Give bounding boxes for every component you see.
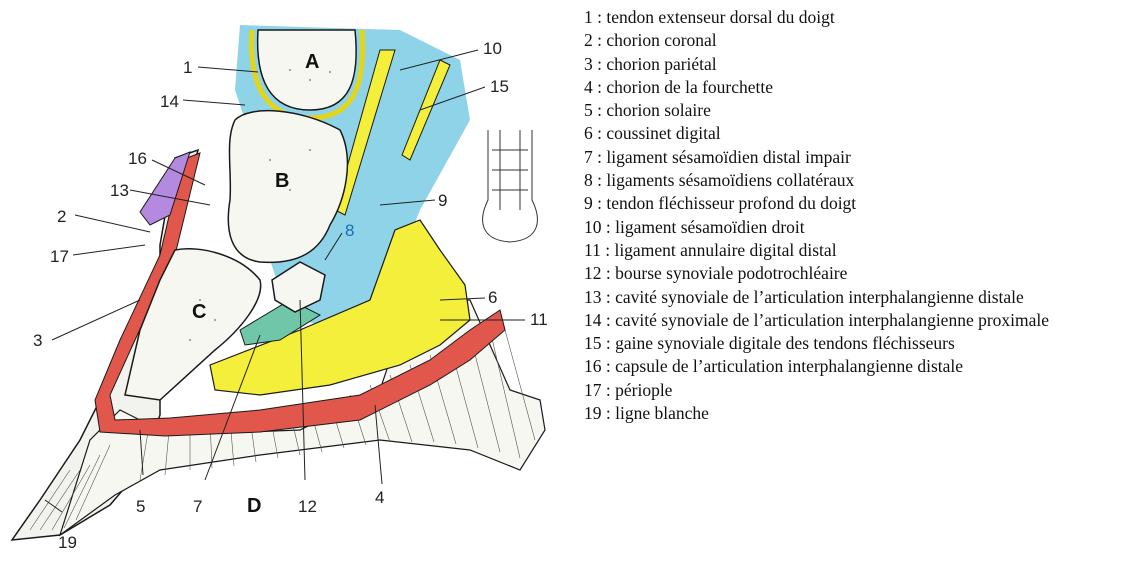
label-8: 8: [345, 221, 354, 240]
legend-item: 2 : chorion coronal: [584, 29, 1124, 52]
legend-list: 1 : tendon extenseur dorsal du doigt 2 :…: [584, 6, 1124, 425]
hoof-section-diagram: A B C D 1 2 3 4 5 6 7 8 9 10 11 12 13: [0, 0, 580, 564]
legend-item: 1 : tendon extenseur dorsal du doigt: [584, 6, 1124, 29]
bone-label-a: A: [305, 51, 319, 73]
legend-item: 8 : ligaments sésamoïdiens collatéraux: [584, 169, 1124, 192]
label-7: 7: [193, 497, 202, 516]
legend-item: 17 : périople: [584, 379, 1124, 402]
legend-item: 12 : bourse synoviale podotrochléaire: [584, 262, 1124, 285]
legend-item: 6 : coussinet digital: [584, 122, 1124, 145]
legend-item: 14 : cavité synoviale de l’articulation …: [584, 309, 1124, 332]
legend-item: 3 : chorion pariétal: [584, 53, 1124, 76]
legend-item: 19 : ligne blanche: [584, 402, 1124, 425]
label-2: 2: [57, 207, 66, 226]
legend-item: 16 : capsule de l’articulation interphal…: [584, 355, 1124, 378]
label-4: 4: [375, 488, 384, 507]
legend-item: 10 : ligament sésamoïdien droit: [584, 216, 1124, 239]
legend-item: 9 : tendon fléchisseur profond du doigt: [584, 192, 1124, 215]
label-12: 12: [298, 497, 317, 516]
label-16: 16: [128, 149, 147, 168]
bone-label-b: B: [275, 170, 289, 192]
inset-hoof-sketch: [483, 130, 538, 242]
bone-label-c: C: [192, 301, 206, 323]
label-11: 11: [530, 310, 548, 329]
label-6: 6: [488, 288, 497, 307]
label-3: 3: [33, 331, 42, 350]
legend-item: 15 : gaine synoviale digitale des tendon…: [584, 332, 1124, 355]
label-14: 14: [160, 92, 179, 111]
label-9: 9: [438, 191, 447, 210]
legend-item: 5 : chorion solaire: [584, 99, 1124, 122]
legend-item: 4 : chorion de la fourchette: [584, 76, 1124, 99]
legend-item: 13 : cavité synoviale de l’articulation …: [584, 286, 1124, 309]
legend-item: 11 : ligament annulaire digital distal: [584, 239, 1124, 262]
label-5: 5: [136, 497, 145, 516]
label-13: 13: [110, 181, 129, 200]
label-19: 19: [58, 533, 77, 552]
label-1: 1: [183, 58, 192, 77]
legend-item: 7 : ligament sésamoïdien distal impair: [584, 146, 1124, 169]
label-17: 17: [50, 247, 69, 266]
label-10: 10: [483, 39, 502, 58]
bone-label-d: D: [247, 495, 261, 517]
label-15: 15: [490, 77, 509, 96]
